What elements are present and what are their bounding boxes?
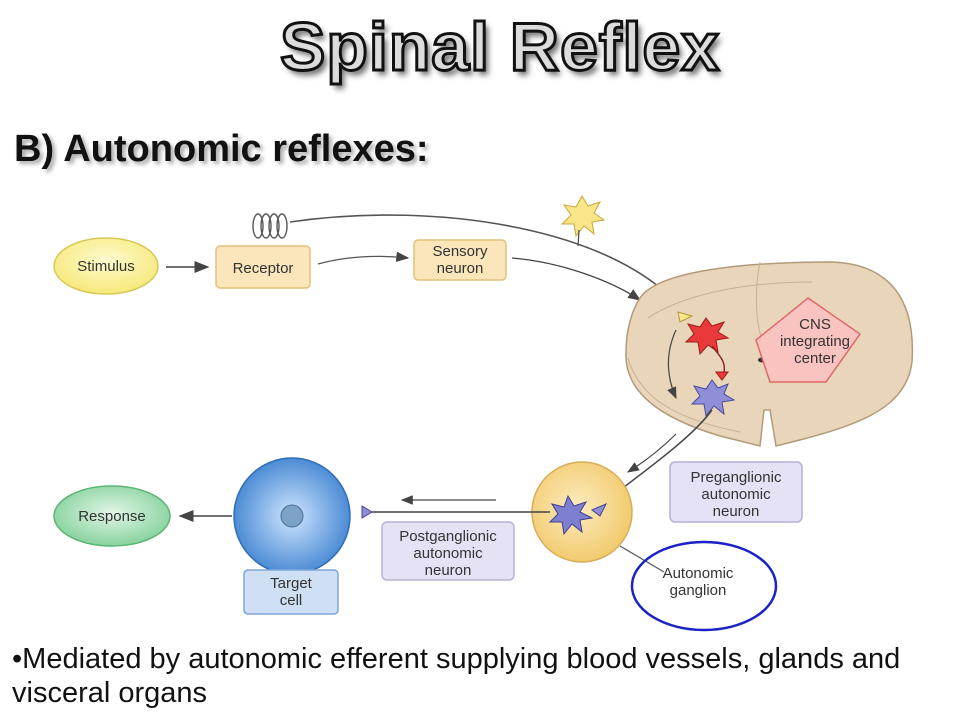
ganglion-label-2: ganglion bbox=[670, 582, 727, 599]
arrow-preganglionic bbox=[626, 433, 677, 473]
slide-title: Spinal Reflex bbox=[278, 8, 721, 87]
postganglionic-label-2: autonomic bbox=[413, 545, 483, 562]
nucleus-icon bbox=[280, 504, 304, 528]
target-cell-node bbox=[233, 457, 351, 575]
caption: •Mediated by autonomic efferent supplyin… bbox=[12, 642, 952, 710]
response-node: Response bbox=[53, 485, 171, 547]
postganglionic-terminal-icon bbox=[361, 505, 373, 519]
cns-integrating-diamond bbox=[755, 297, 862, 383]
caption-emphasis: autonomic efferent bbox=[188, 643, 428, 675]
receptor-node: Receptor bbox=[215, 245, 311, 289]
autonomic-ganglion-callout: Autonomic ganglion bbox=[630, 540, 778, 632]
sensory-cell-body-icon bbox=[560, 194, 606, 247]
preganglionic-neuron-box: Preganglionic autonomic neuron bbox=[669, 461, 803, 523]
cns-label-1: CNS bbox=[799, 316, 831, 333]
arrow-receptor-sensory bbox=[317, 251, 410, 265]
highlight-ring bbox=[630, 540, 778, 632]
ganglion-leader-line bbox=[619, 545, 665, 573]
sensory-fiber bbox=[289, 214, 685, 313]
stimulus-label: Stimulus bbox=[77, 258, 135, 275]
target-label-2: cell bbox=[280, 592, 303, 609]
preganglionic-terminal-icon bbox=[591, 503, 608, 517]
preganglionic-label-2: autonomic bbox=[701, 486, 771, 503]
stimulus-node: Stimulus bbox=[53, 237, 159, 295]
target-cell-box: Target cell bbox=[243, 569, 339, 615]
postganglionic-label-1: Postganglionic bbox=[399, 528, 497, 545]
arrow-sensory-cns bbox=[511, 257, 642, 301]
postganglionic-label-3: neuron bbox=[425, 562, 472, 579]
ganglion-label-1: Autonomic bbox=[663, 565, 734, 582]
cns-label-3: center bbox=[794, 350, 836, 367]
sensory-label-2: neuron bbox=[437, 260, 484, 277]
arrow-interneuron-down bbox=[667, 329, 677, 400]
sensory-label-1: Sensory bbox=[432, 243, 488, 260]
response-label: Response bbox=[78, 508, 146, 525]
postganglionic-cell-body-icon bbox=[548, 494, 594, 536]
interneuron-icon bbox=[684, 317, 730, 381]
receptor-label: Receptor bbox=[233, 260, 294, 277]
target-label-1: Target bbox=[270, 575, 313, 592]
preganglionic-cell-body-icon bbox=[690, 379, 736, 418]
postganglionic-neuron-box: Postganglionic autonomic neuron bbox=[381, 521, 515, 581]
section-heading: B) Autonomic reflexes: bbox=[14, 128, 429, 170]
sensory-terminal-icon bbox=[677, 311, 694, 323]
reflex-diagram: Stimulus Receptor Sensory neuron CNS in bbox=[53, 194, 914, 632]
sensory-neuron-box: Sensory neuron bbox=[413, 239, 507, 281]
cns-label-2: integrating bbox=[780, 333, 850, 350]
caption-text-1: Mediated by bbox=[22, 643, 189, 675]
caption-bullet: • bbox=[12, 643, 23, 675]
preganglionic-label-1: Preganglionic bbox=[691, 469, 782, 486]
preganglionic-label-3: neuron bbox=[713, 503, 760, 520]
receptor-coil-icon bbox=[252, 213, 288, 239]
caption-text-2: supplying blood vessels, glands and visc… bbox=[12, 643, 901, 709]
